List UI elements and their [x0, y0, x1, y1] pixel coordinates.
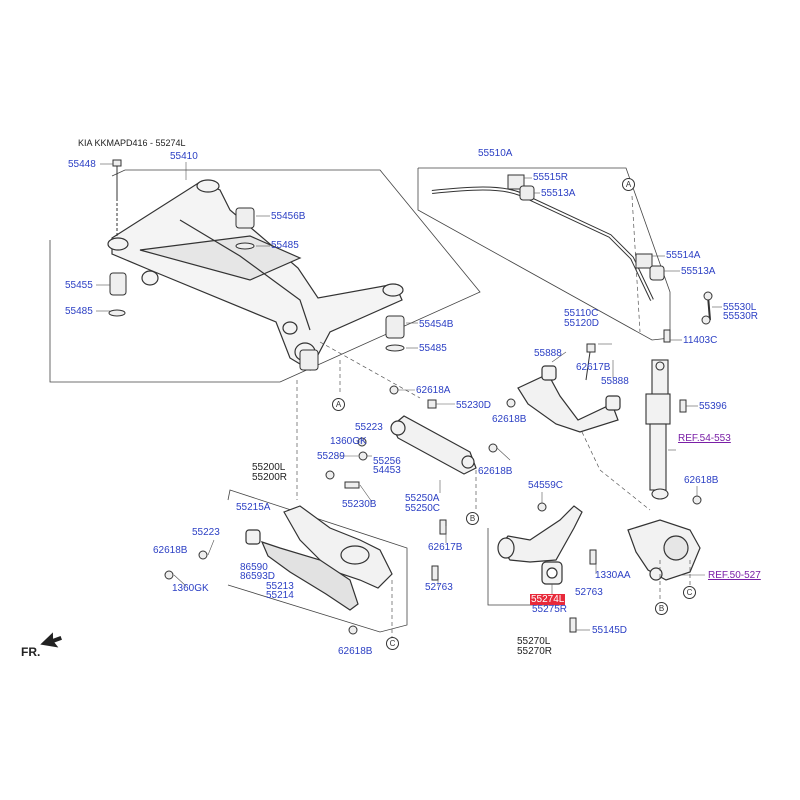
callout-a-mid: A: [332, 398, 345, 411]
subframe: [107, 179, 404, 371]
part-label-55455[interactable]: 55455: [65, 280, 93, 291]
leader-lines: [96, 162, 722, 631]
part-label-55200r[interactable]: 55200R: [252, 472, 288, 483]
part-label-55230b[interactable]: 55230B: [342, 499, 377, 510]
part-label-55513a-upper[interactable]: 55513A: [541, 188, 576, 199]
stabilizer-bar: [431, 174, 713, 325]
part-label-54559c[interactable]: 54559C: [528, 480, 564, 491]
front-arrow: [40, 632, 62, 648]
reference-lines: [296, 195, 691, 638]
part-label-55515r[interactable]: 55515R: [533, 172, 569, 183]
part-label-55530l[interactable]: 55530L: [723, 302, 757, 313]
part-label-1360gk-lower[interactable]: 1360GK: [172, 583, 209, 594]
part-label-52763-right[interactable]: 52763: [575, 587, 603, 598]
callout-c-arm: C: [386, 637, 399, 650]
part-label-86590[interactable]: 86590: [240, 562, 268, 573]
part-label-55888-left[interactable]: 55888: [534, 348, 562, 359]
part-label-62618b-lower-arm[interactable]: 62618B: [153, 545, 188, 556]
part-label-55200l[interactable]: 55200L: [252, 462, 286, 473]
knuckle: [627, 519, 701, 581]
callout-b-knuckle: B: [655, 602, 668, 615]
part-label-62617b-upper[interactable]: 62617B: [576, 362, 611, 373]
part-label-55514a[interactable]: 55514A: [666, 250, 701, 261]
part-label-55223-upper[interactable]: 55223: [355, 422, 383, 433]
bolt-55448: [112, 159, 122, 238]
part-label-55513a-lower[interactable]: 55513A: [681, 266, 716, 277]
part-label-55448[interactable]: 55448: [68, 159, 96, 170]
part-label-62618b-link[interactable]: 62618B: [478, 466, 513, 477]
part-label-55110c[interactable]: 55110C: [564, 308, 599, 319]
bushings: [108, 207, 405, 371]
part-label-62618b-knuckle[interactable]: 62618B: [684, 475, 719, 486]
part-label-1360gk-upper[interactable]: 1360GK: [330, 436, 367, 447]
upper-arm: [517, 351, 621, 433]
callout-a-top: A: [622, 178, 635, 191]
front-direction-label: FR.: [21, 645, 41, 659]
part-label-62617b-lower[interactable]: 62617B: [428, 542, 463, 553]
part-label-55215a[interactable]: 55215A: [236, 502, 271, 513]
ref-link-54-553[interactable]: REF.54-553: [678, 433, 731, 444]
part-label-55270r[interactable]: 55270R: [517, 646, 553, 657]
part-label-55485-upper[interactable]: 55485: [271, 240, 299, 251]
part-label-55454b[interactable]: 55454B: [419, 319, 454, 330]
part-label-55256[interactable]: 55256: [373, 456, 401, 467]
ref-link-50-527[interactable]: REF.50-527: [708, 570, 761, 581]
part-label-55270l[interactable]: 55270L: [517, 636, 551, 647]
callout-c-knuckle: C: [683, 586, 696, 599]
part-label-55250a[interactable]: 55250A: [405, 493, 440, 504]
lower-arm-group-outline: [227, 489, 408, 633]
highlighted-part-55274l[interactable]: 55274L: [530, 594, 566, 605]
part-label-55530r[interactable]: 55530R: [723, 311, 759, 322]
part-label-55275r[interactable]: 55275R: [532, 604, 568, 615]
part-label-55250c[interactable]: 55250C: [405, 503, 441, 514]
part-label-55223-lower[interactable]: 55223: [192, 527, 220, 538]
part-label-55230d[interactable]: 55230D: [456, 400, 492, 411]
part-label-55888-right[interactable]: 55888: [601, 376, 629, 387]
part-label-55145d[interactable]: 55145D: [592, 625, 628, 636]
part-label-55485-left[interactable]: 55485: [65, 306, 93, 317]
trailing-arm: [497, 505, 583, 585]
part-label-55485-right[interactable]: 55485: [419, 343, 447, 354]
part-label-55510a[interactable]: 55510A: [478, 148, 513, 159]
part-label-55274l[interactable]: 55274L: [530, 594, 566, 605]
part-label-62618b-upper-arm[interactable]: 62618B: [492, 414, 527, 425]
part-label-55396[interactable]: 55396: [699, 401, 727, 412]
part-label-54453[interactable]: 54453: [373, 465, 401, 476]
callout-b-link: B: [466, 512, 479, 525]
part-label-55289[interactable]: 55289: [317, 451, 345, 462]
part-label-11403c[interactable]: 11403C: [683, 335, 718, 346]
part-label-52763-left[interactable]: 52763: [425, 582, 453, 593]
part-label-55213[interactable]: 55213: [266, 581, 294, 592]
part-label-55410[interactable]: 55410: [170, 151, 198, 162]
fasteners: [164, 329, 702, 635]
diagram-title: KIA KKMAPD416 - 55274L: [78, 138, 186, 148]
part-label-62618a[interactable]: 62618A: [416, 385, 451, 396]
part-label-86593d[interactable]: 86593D: [240, 571, 276, 582]
part-label-55120d[interactable]: 55120D: [564, 318, 600, 329]
shock-absorber: [645, 359, 671, 500]
part-label-55456b[interactable]: 55456B: [271, 211, 306, 222]
lower-arm: [245, 505, 393, 611]
lateral-link: [390, 415, 477, 475]
part-label-62618b-bottom[interactable]: 62618B: [338, 646, 373, 657]
part-label-1330aa[interactable]: 1330AA: [595, 570, 631, 581]
trailing-arm-group-outline: [487, 528, 560, 606]
subframe-group-outline: [49, 169, 481, 383]
part-label-55214[interactable]: 55214: [266, 590, 294, 601]
